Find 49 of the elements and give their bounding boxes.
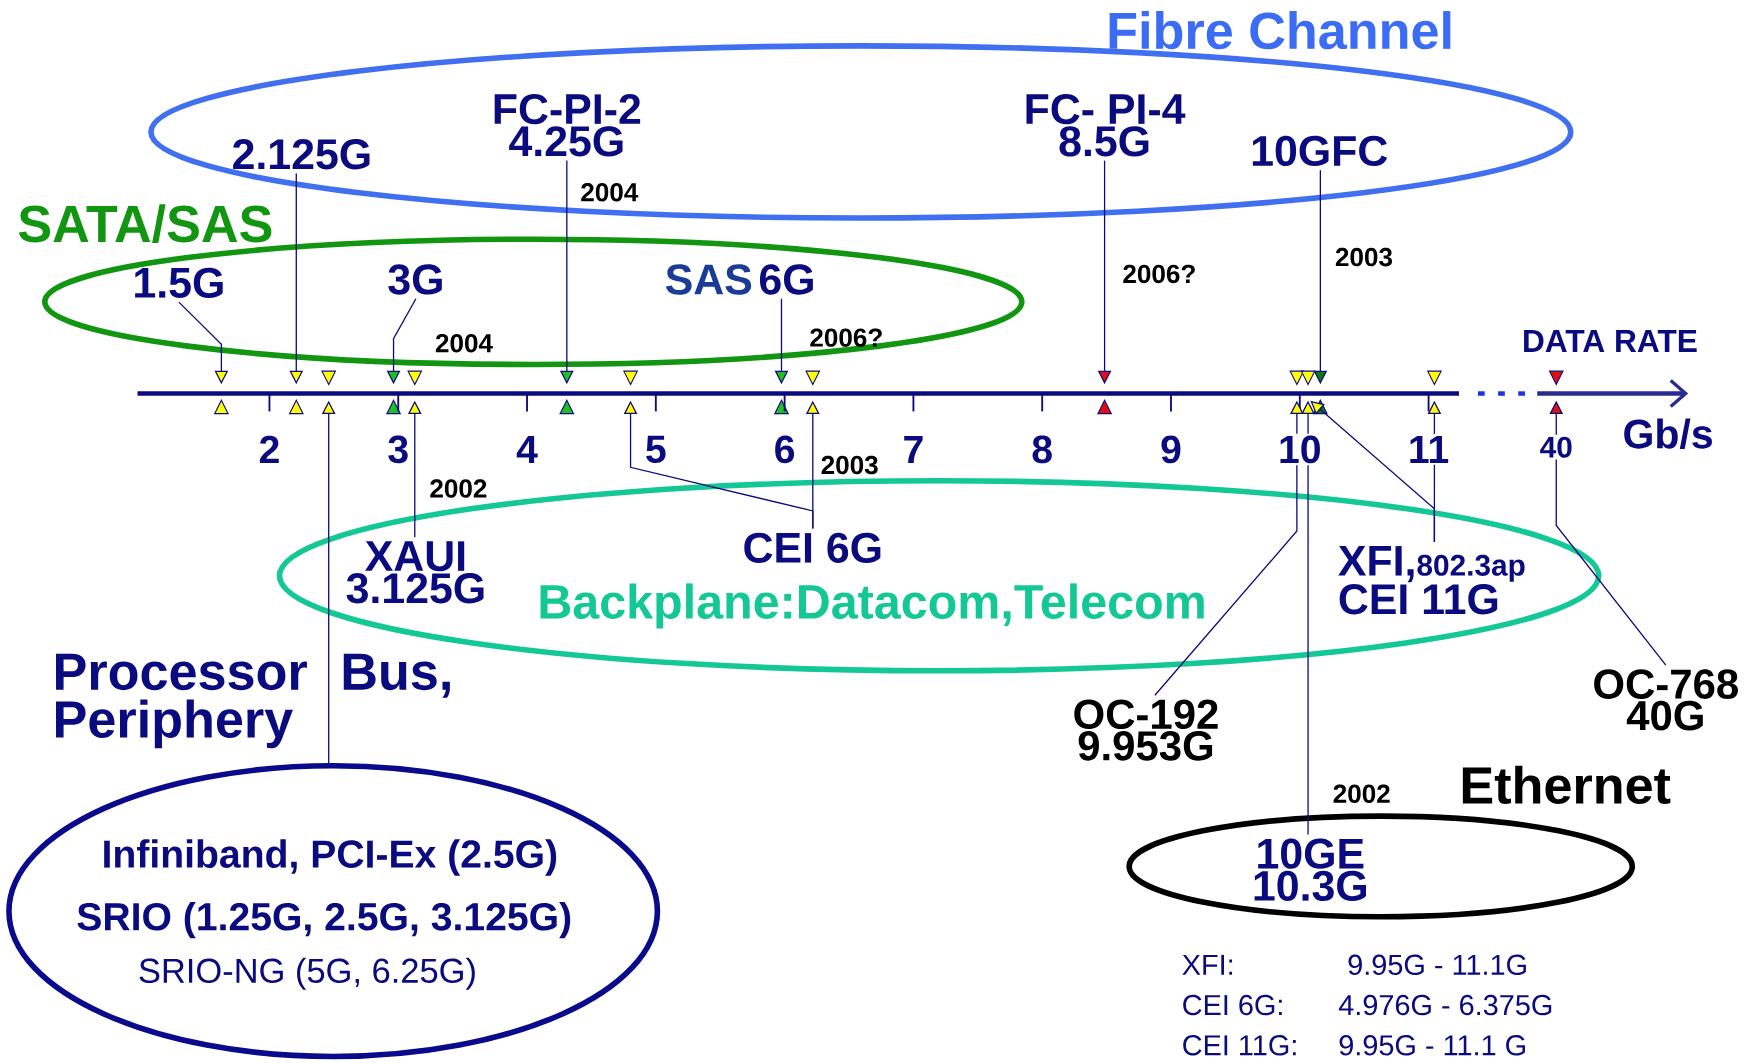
rate-label: 2.125G — [233, 138, 370, 170]
axis-number: 40 — [1537, 434, 1575, 460]
rate-range-text: CEI 11G: — [1183, 1034, 1296, 1056]
standard-label: Infiniband, PCI-Ex (2.5G) — [104, 839, 557, 876]
rate-range-text: XFI: — [1182, 954, 1233, 975]
rate-label: FC-PI-2 4.25G — [494, 93, 641, 157]
rate-label: OC-192 9.953G — [1074, 699, 1218, 761]
axis-title: Gb/s — [1624, 418, 1712, 449]
rate-label: 10GFC — [1252, 135, 1388, 166]
group-heading: SATA/SAS — [18, 204, 272, 243]
axis-number: 10 — [1276, 433, 1324, 465]
standard-label: SRIO-NG (5G, 6.25G) — [139, 957, 475, 990]
rate-label: FC- PI-4 8.5G — [1026, 93, 1186, 157]
rate-label: 1.5G — [135, 267, 223, 298]
group-heading: Ethernet — [1462, 765, 1671, 804]
axis-number: 3 — [385, 433, 411, 465]
edge-label: 2006? — [810, 328, 882, 347]
axis-number: 5 — [643, 433, 669, 465]
edge-label: 2006? — [1123, 264, 1195, 283]
rate-range-text: CEI 6G: — [1183, 994, 1282, 1016]
group-heading: Processor Bus, Periphery — [56, 653, 450, 749]
group-heading: Backplane:Datacom,Telecom — [540, 583, 1204, 629]
standard-label: SRIO (1.25G, 2.5G, 3.125G) — [77, 901, 571, 939]
rate-label: XFI,802.3ap CEI 11G — [1338, 545, 1525, 615]
rate-range-text: 9.95G - 11.1G — [1348, 954, 1526, 975]
axis-number: 2 — [256, 433, 283, 465]
rate-label: OC-768 40G — [1594, 669, 1738, 731]
rate-label: 10GE 10.3G — [1254, 838, 1366, 901]
axis-number: 11 — [1406, 433, 1452, 465]
rate-range-text: 9.95G - 11.1 G — [1339, 1034, 1525, 1056]
group-heading: Fibre Channel — [1109, 10, 1451, 50]
edge-label: 2003 — [1335, 247, 1392, 267]
edge-label: 2002 — [1333, 784, 1390, 803]
rate-label: XAUI 3.125G — [346, 541, 484, 604]
edge-label: 2003 — [821, 455, 878, 475]
edge-label: 2004 — [581, 182, 639, 202]
axis-number: 9 — [1158, 433, 1184, 465]
axis-drawing — [137, 379, 1689, 413]
axis-number: 8 — [1029, 433, 1055, 465]
edge-label: 2004 — [435, 333, 493, 353]
rate-label: SAS 6G — [665, 264, 813, 295]
axis-number: 7 — [900, 433, 927, 465]
rate-label: CEI 6G — [744, 532, 881, 563]
rate-range-text: 4.976G - 6.375G — [1338, 994, 1552, 1016]
axis-number: 4 — [514, 433, 540, 465]
rate-label: 3G — [388, 264, 442, 295]
axis-number: 6 — [771, 433, 798, 465]
edge-label: 2002 — [430, 479, 487, 498]
leader-line — [1310, 400, 1436, 543]
